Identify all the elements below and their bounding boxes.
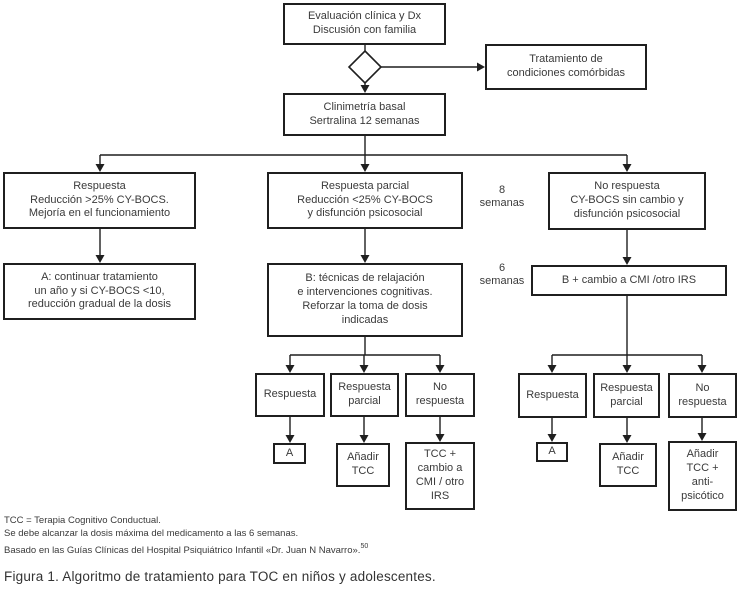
- text-line: respuesta: [678, 395, 727, 408]
- node-right-a: A: [536, 442, 568, 462]
- text-line: No respuesta: [594, 180, 660, 193]
- text-line: A: continuar tratamiento: [41, 270, 158, 283]
- duration-label-8-weeks: 8 semanas: [477, 184, 527, 210]
- text-line: Respuesta: [338, 381, 391, 394]
- text-line: Respuesta: [263, 388, 317, 401]
- text-line: condiciones comórbidas: [506, 67, 625, 79]
- text-line: e intervenciones cognitivas.: [297, 286, 433, 299]
- node-mid-anadir-tcc: Añadir TCC: [336, 443, 390, 487]
- text-line: Tratamiento de: [529, 53, 603, 66]
- node-mid-tcc-cambio-cmi: TCC + cambio a CMI / otro IRS: [405, 442, 475, 510]
- text-line: Reducción >25% CY-BOCS.: [30, 193, 169, 206]
- text-line: TCC: [616, 465, 640, 477]
- node-mid-no-respuesta: No respuesta: [405, 373, 475, 417]
- duration-label-6-weeks: 6 semanas: [477, 262, 527, 288]
- text-line: 6: [498, 262, 506, 274]
- text-line: Clinimetría basal: [323, 100, 406, 113]
- text-line: Respuesta: [600, 381, 653, 394]
- text-line: y disfunción psicosocial: [307, 207, 423, 220]
- text-line: reducción gradual de la dosis: [27, 298, 172, 311]
- text-line: IRS: [430, 489, 450, 502]
- footnote-reference-number: 50: [360, 542, 369, 550]
- node-right-anadir-tcc: Añadir TCC: [599, 443, 657, 487]
- text-line: CMI / otro: [415, 476, 465, 488]
- text-line: TCC: [351, 465, 375, 477]
- text-line: disfunción psicosocial: [573, 207, 681, 220]
- text-line: No: [432, 381, 448, 394]
- node-right-no-respuesta: No respuesta: [668, 373, 737, 418]
- node-opcion-a: A: continuar tratamiento un año y si CY-…: [3, 263, 196, 320]
- text-line: parcial: [348, 395, 381, 407]
- text-line: indicadas: [341, 313, 389, 326]
- text-line: Reforzar la toma de dosis: [302, 300, 428, 312]
- text-line: un año y si CY-BOCS <10,: [34, 284, 165, 297]
- node-b-cambio-cmi: B + cambio a CMI /otro IRS: [531, 265, 727, 296]
- node-mid-respuesta: Respuesta: [255, 373, 325, 417]
- text-line: anti-: [691, 476, 714, 488]
- text-line: psicótico: [681, 489, 724, 502]
- text-line: Evaluación clínica y Dx: [307, 10, 422, 23]
- node-clinimetria: Clinimetría basal Sertralina 12 semanas: [283, 93, 446, 136]
- text-line: TCC +: [686, 462, 719, 475]
- text-line: semanas: [479, 197, 525, 210]
- text-line: Respuesta parcial: [320, 179, 410, 192]
- footnote-line: TCC = Terapia Cognitivo Conductual.: [4, 515, 161, 526]
- text-line: Sertralina 12 semanas: [309, 114, 420, 127]
- text-line: CY-BOCS sin cambio y: [570, 194, 684, 207]
- text-line: Discusión con familia: [312, 24, 417, 36]
- text-line: parcial: [610, 395, 643, 408]
- footnotes: TCC = Terapia Cognitivo Conductual. Se d…: [4, 514, 368, 557]
- footnote-text: Basado en las Guías Clínicas del Hospita…: [4, 544, 361, 556]
- text-line: respuesta: [415, 395, 465, 407]
- text-line: Reducción <25% CY-BOCS: [297, 193, 433, 206]
- text-line: Respuesta: [73, 179, 126, 192]
- node-comorbidas: Tratamiento de condiciones comórbidas: [485, 44, 647, 90]
- text-line: Añadir: [347, 451, 379, 464]
- text-line: 8: [498, 184, 506, 196]
- node-right-anadir-antipsicotico: Añadir TCC + anti- psicótico: [668, 441, 737, 511]
- text-line: semanas: [479, 275, 525, 288]
- text-line: B: técnicas de relajación: [305, 272, 425, 285]
- node-respuesta: Respuesta Reducción >25% CY-BOCS. Mejorí…: [3, 172, 196, 229]
- text-line: Añadir: [612, 451, 644, 464]
- text-line: Respuesta: [526, 388, 579, 401]
- node-no-respuesta: No respuesta CY-BOCS sin cambio y disfun…: [548, 172, 706, 230]
- footnote-line: Basado en las Guías Clínicas del Hospita…: [4, 541, 368, 558]
- footnote-line: Se debe alcanzar la dosis máxima del med…: [4, 528, 299, 540]
- text-line: TCC +: [423, 448, 457, 461]
- text-line: cambio a: [417, 462, 463, 475]
- text-line: Añadir: [686, 448, 719, 461]
- text-line: A: [548, 445, 556, 458]
- text-line: B + cambio a CMI /otro IRS: [561, 273, 697, 286]
- figure-caption: Figura 1. Algoritmo de tratamiento para …: [4, 569, 436, 584]
- node-right-respuesta-parcial: Respuesta parcial: [593, 373, 660, 418]
- node-evaluacion: Evaluación clínica y Dx Discusión con fa…: [283, 3, 446, 45]
- node-respuesta-parcial: Respuesta parcial Reducción <25% CY-BOCS…: [267, 172, 463, 229]
- node-right-respuesta: Respuesta: [518, 373, 587, 418]
- text-line: Mejoría en el funcionamiento: [28, 207, 171, 220]
- node-mid-a: A: [273, 443, 306, 464]
- text-line: A: [285, 446, 294, 459]
- decision-diamond: [347, 49, 383, 85]
- text-line: No: [695, 381, 710, 394]
- node-mid-respuesta-parcial: Respuesta parcial: [330, 373, 399, 417]
- node-opcion-b: B: técnicas de relajación e intervencion…: [267, 263, 463, 337]
